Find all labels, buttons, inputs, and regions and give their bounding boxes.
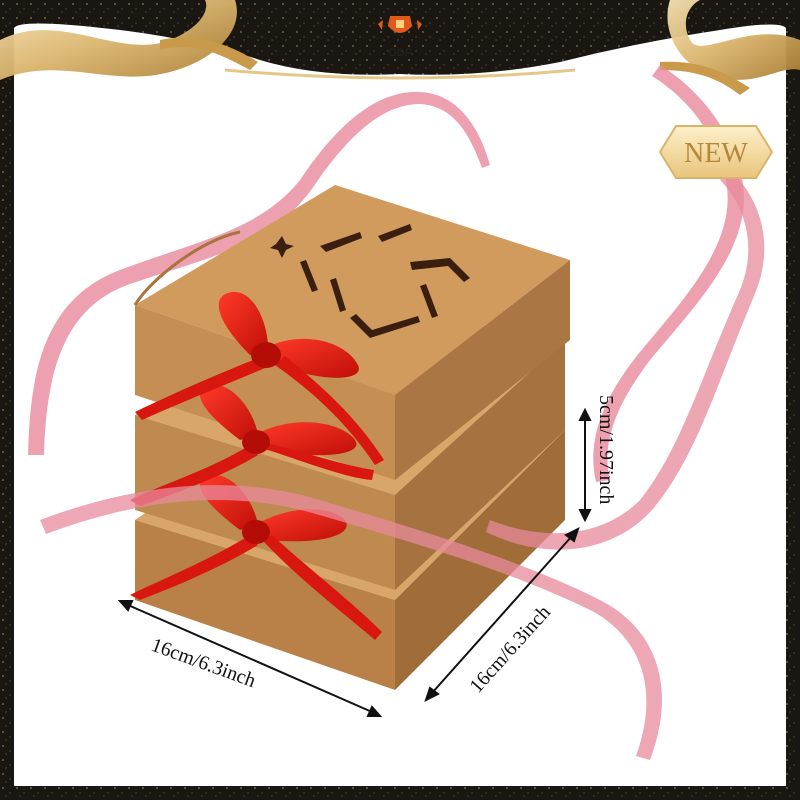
dimension-arrows [117, 407, 592, 717]
brand-logo: DDF [378, 16, 422, 59]
pink-ribbon-front [40, 170, 765, 760]
pink-ribbon-back [28, 65, 744, 482]
height-dimension-label: 5cm/1.97inch [595, 395, 617, 504]
new-badge-text: NEW [684, 138, 748, 169]
christmas-tree-cutout-icon [270, 224, 470, 338]
brand-logo-text: DDF [389, 47, 412, 59]
gold-ribbon-decoration [0, 0, 800, 95]
red-bow-top [135, 291, 384, 465]
shield-crest-icon [378, 16, 422, 33]
new-badge: NEW [658, 125, 774, 179]
